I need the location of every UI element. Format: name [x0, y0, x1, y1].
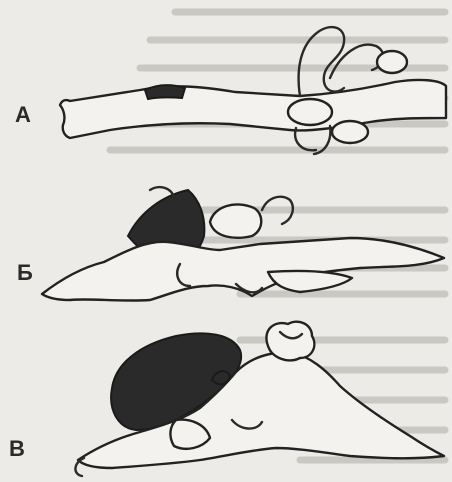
- panel-label-v: В: [9, 436, 25, 462]
- panel-label-b: Б: [17, 260, 33, 286]
- panel-label-a: А: [15, 102, 31, 128]
- panel-a-drawing: [60, 27, 446, 154]
- panel-b-drawing: [42, 187, 444, 300]
